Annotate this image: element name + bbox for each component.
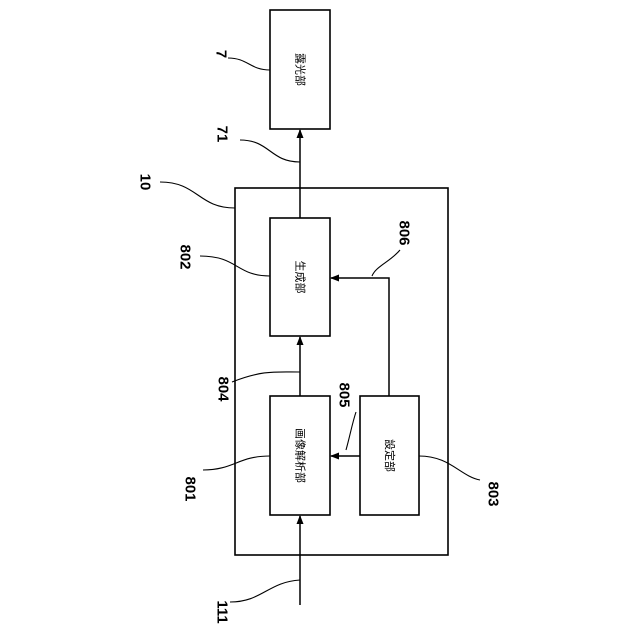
image-analysis-unit-label: 画像解析部 bbox=[294, 428, 308, 483]
generation-unit-label: 生成部 bbox=[294, 261, 308, 294]
ref-10: 10 bbox=[137, 174, 154, 191]
ref-111: 111 bbox=[214, 600, 231, 623]
exposure-unit-label: 露光部 bbox=[294, 53, 308, 86]
leader-111 bbox=[230, 580, 300, 602]
ref-804: 804 bbox=[215, 376, 232, 402]
leader-7 bbox=[228, 58, 270, 70]
ref-7: 7 bbox=[213, 50, 230, 58]
ref-71: 71 bbox=[214, 126, 231, 143]
ref-801: 801 bbox=[182, 476, 199, 501]
ref-802: 802 bbox=[177, 244, 194, 269]
ref-803: 803 bbox=[485, 481, 502, 506]
setting-unit-label: 設定部 bbox=[383, 439, 397, 472]
leader-71 bbox=[240, 140, 300, 162]
ref-806: 806 bbox=[396, 220, 413, 245]
leader-10 bbox=[160, 182, 235, 208]
ref-805: 805 bbox=[336, 382, 353, 407]
